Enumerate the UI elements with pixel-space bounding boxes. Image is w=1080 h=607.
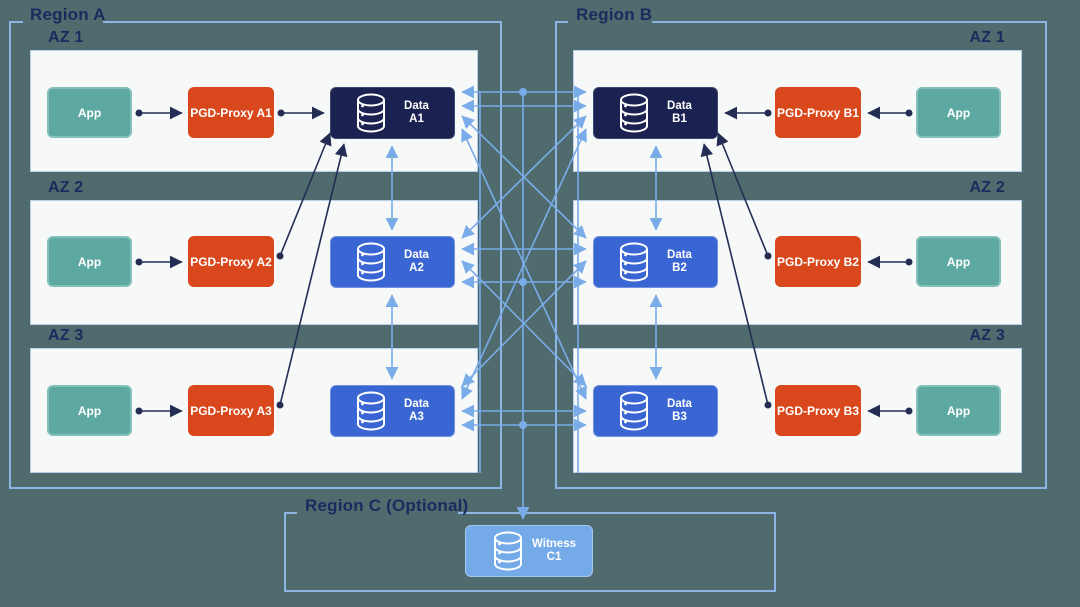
app-node-b2: App: [916, 236, 1001, 287]
az-label-a2: AZ 2: [48, 179, 84, 196]
app-label: App: [77, 403, 102, 418]
witness-id-label: C1: [546, 551, 562, 563]
witness-bus: [516, 88, 530, 520]
app-label: App: [77, 254, 102, 269]
app-node-b3: App: [916, 385, 1001, 436]
data-id-label: B3: [672, 411, 687, 423]
data-label: Data: [404, 398, 429, 410]
app-node-a2: App: [47, 236, 132, 287]
data-id-label: A3: [409, 411, 424, 423]
app-node-a3: App: [47, 385, 132, 436]
data-id-label: B1: [672, 113, 687, 125]
data-id-label: A1: [409, 113, 424, 125]
cross-region-diagonals: [461, 115, 587, 400]
proxy-label: PGD-Proxy A1: [190, 105, 272, 120]
az-label-a3: AZ 3: [48, 327, 84, 344]
app-label: App: [946, 254, 971, 269]
data-label: Data: [404, 100, 429, 112]
app-label: App: [77, 105, 102, 120]
az-label-a1: AZ 1: [48, 29, 84, 46]
proxy-label: PGD-Proxy B1: [776, 105, 860, 120]
proxy-label: PGD-Proxy A3: [190, 403, 272, 418]
app-label: App: [946, 105, 971, 120]
pgd-proxy-node-a3: PGD-Proxy A3: [188, 385, 274, 436]
pgd-proxy-node-b2: PGD-Proxy B2: [775, 236, 861, 287]
pgd-proxy-node-b1: PGD-Proxy B1: [775, 87, 861, 138]
region-a-label: Region A: [30, 5, 106, 24]
proxy-label: PGD-Proxy B3: [776, 403, 860, 418]
mesh-vertical-rails: [479, 92, 579, 473]
data-id-label: A2: [409, 262, 424, 274]
az-label-b2: AZ 2: [969, 179, 1005, 196]
pgd-proxy-node-b3: PGD-Proxy B3: [775, 385, 861, 436]
az-label-b1: AZ 1: [969, 29, 1005, 46]
app-node-b1: App: [916, 87, 1001, 138]
data-label: Data: [667, 100, 692, 112]
region-c-label: Region C (Optional): [305, 496, 469, 515]
data-id-label: B2: [672, 262, 687, 274]
cross-region-links: [461, 85, 587, 432]
az-label-b3: AZ 3: [969, 327, 1005, 344]
witness-label: Witness: [532, 538, 576, 550]
proxy-label: PGD-Proxy A2: [190, 254, 272, 269]
data-label: Data: [667, 249, 692, 261]
app-label: App: [946, 403, 971, 418]
region-b-label: Region B: [576, 5, 653, 24]
pgd-proxy-node-a2: PGD-Proxy A2: [188, 236, 274, 287]
app-node-a1: App: [47, 87, 132, 138]
data-label: Data: [667, 398, 692, 410]
pgd-proxy-node-a1: PGD-Proxy A1: [188, 87, 274, 138]
data-label: Data: [404, 249, 429, 261]
proxy-label: PGD-Proxy B2: [776, 254, 860, 269]
